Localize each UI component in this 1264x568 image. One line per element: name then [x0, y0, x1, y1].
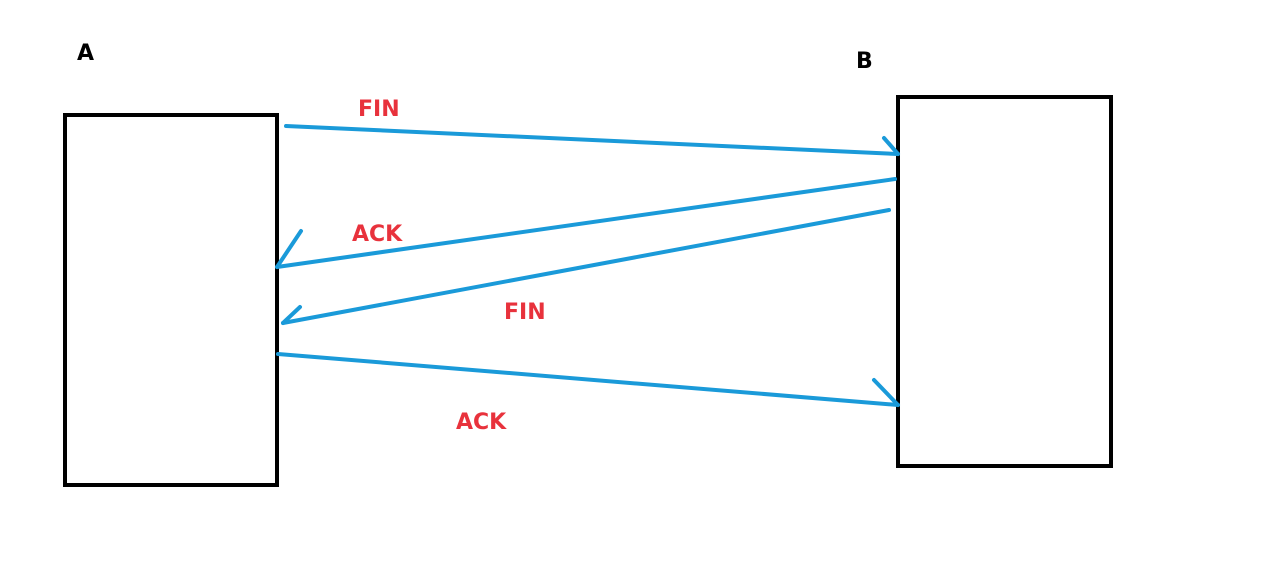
arrowhead-icon	[882, 136, 900, 156]
arrow-line	[275, 177, 897, 269]
arrow-line	[276, 352, 900, 407]
arrowhead-icon	[872, 378, 900, 407]
message-arrow-fin-b-to-a	[281, 208, 891, 325]
arrowhead-icon	[281, 305, 302, 325]
message-label-fin-2: FIN	[504, 300, 546, 325]
arrow-line	[281, 208, 891, 325]
message-arrow-ack-a-to-b	[276, 352, 900, 407]
node-a-box	[63, 113, 279, 487]
message-label-ack-1: ACK	[352, 222, 403, 247]
arrowhead-icon	[275, 229, 303, 269]
node-b-box	[896, 95, 1113, 468]
message-label-ack-2: ACK	[456, 410, 507, 435]
message-label-fin-1: FIN	[358, 97, 400, 122]
arrow-line	[284, 124, 900, 156]
message-arrow-ack-b-to-a	[275, 177, 897, 269]
message-arrow-fin-a-to-b	[284, 124, 900, 156]
node-a-label: A	[77, 41, 94, 66]
node-b-label: B	[856, 49, 873, 74]
